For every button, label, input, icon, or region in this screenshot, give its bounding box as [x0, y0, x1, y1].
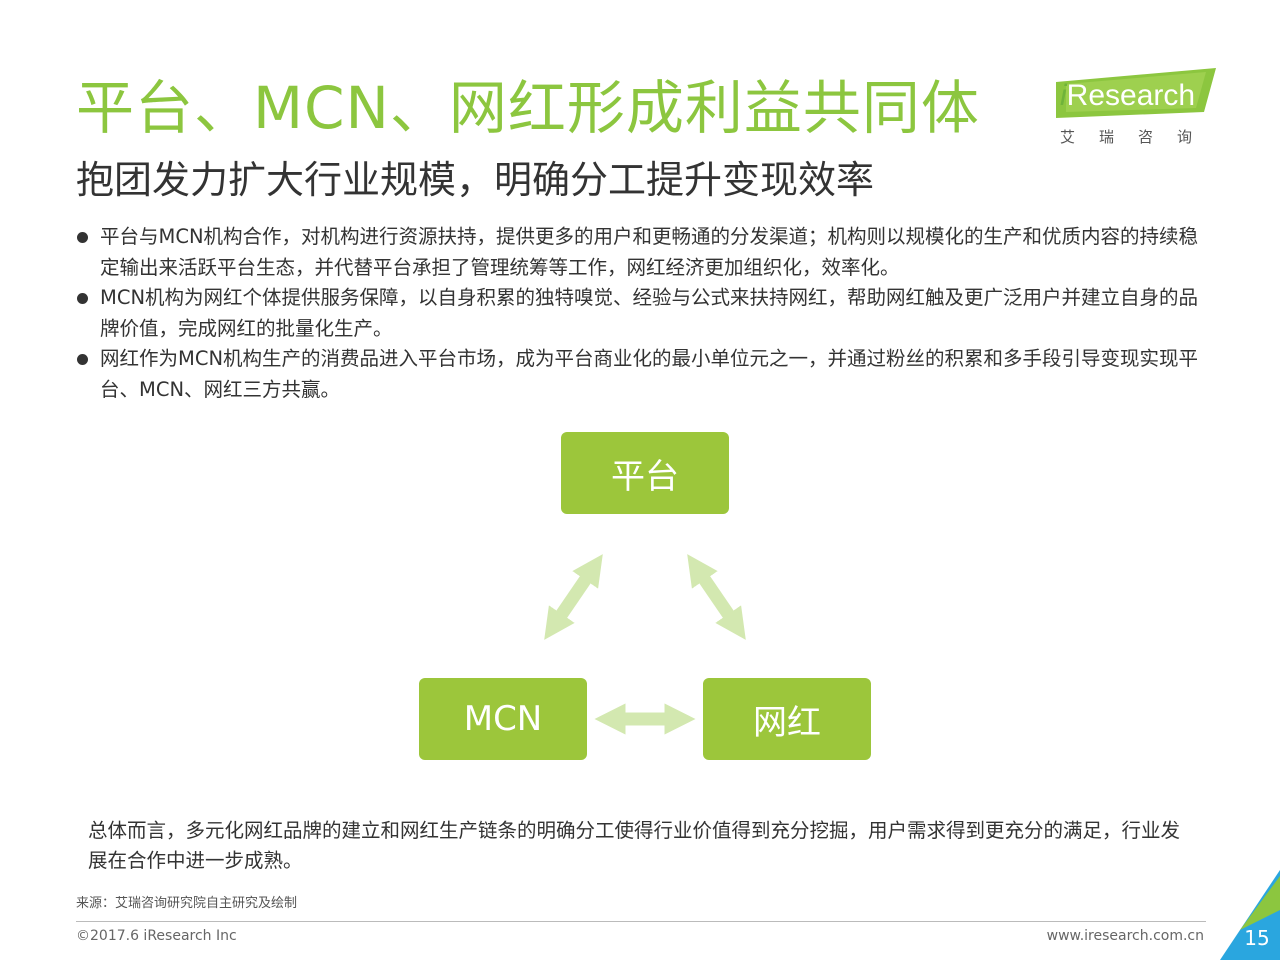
bullet-text: 网红作为MCN机构生产的消费品进入平台市场，成为平台商业化的最小单位元之一，并通… — [100, 347, 1199, 401]
arrow-platform-mcn-icon — [544, 554, 603, 640]
page-subtitle: 抱团发力扩大行业规模，明确分工提升变现效率 — [76, 158, 875, 202]
node-mcn: MCN — [419, 678, 587, 760]
bullet-item: MCN机构为网红个体提供服务保障，以自身积累的独特嗅觉、经验与公式来扶持网红，帮… — [76, 283, 1206, 344]
node-wanghong: 网红 — [703, 678, 871, 760]
logo-wordmark: iResearch — [1060, 76, 1195, 116]
corner-decoration-icon — [1220, 870, 1280, 960]
bullet-dot-icon — [77, 293, 88, 304]
bullet-list: 平台与MCN机构合作，对机构进行资源扶持，提供更多的用户和更畅通的分发渠道；机构… — [76, 222, 1206, 405]
footer-divider — [76, 921, 1206, 922]
bullet-item: 平台与MCN机构合作，对机构进行资源扶持，提供更多的用户和更畅通的分发渠道；机构… — [76, 222, 1206, 283]
arrow-platform-wanghong-icon — [687, 554, 746, 640]
logo-research-text: Research — [1066, 79, 1196, 112]
bullet-dot-icon — [77, 232, 88, 243]
source-note: 来源：艾瑞咨询研究院自主研究及绘制 — [76, 896, 298, 911]
bullet-text: 平台与MCN机构合作，对机构进行资源扶持，提供更多的用户和更畅通的分发渠道；机构… — [100, 225, 1199, 279]
bullet-item: 网红作为MCN机构生产的消费品进入平台市场，成为平台商业化的最小单位元之一，并通… — [76, 344, 1206, 405]
summary-text: 总体而言，多元化网红品牌的建立和网红生产链条的明确分工使得行业价值得到充分挖掘，… — [88, 819, 1181, 872]
logo-i-letter: i — [1060, 79, 1067, 112]
node-platform: 平台 — [561, 432, 729, 514]
bullet-dot-icon — [77, 354, 88, 365]
page-title: 平台、MCN、网红形成利益共同体 — [76, 74, 980, 142]
logo-chinese-name: 艾瑞咨询 — [1060, 128, 1217, 146]
page-number: 15 — [1244, 926, 1270, 950]
website-link[interactable]: www.iresearch.com.cn — [1046, 928, 1204, 944]
copyright-text: ©2017.6 iResearch Inc — [76, 928, 237, 944]
logo-flag-icon — [1056, 68, 1216, 118]
bullet-text: MCN机构为网红个体提供服务保障，以自身积累的独特嗅觉、经验与公式来扶持网红，帮… — [100, 286, 1199, 340]
iresearch-logo: iResearch — [1056, 68, 1220, 150]
